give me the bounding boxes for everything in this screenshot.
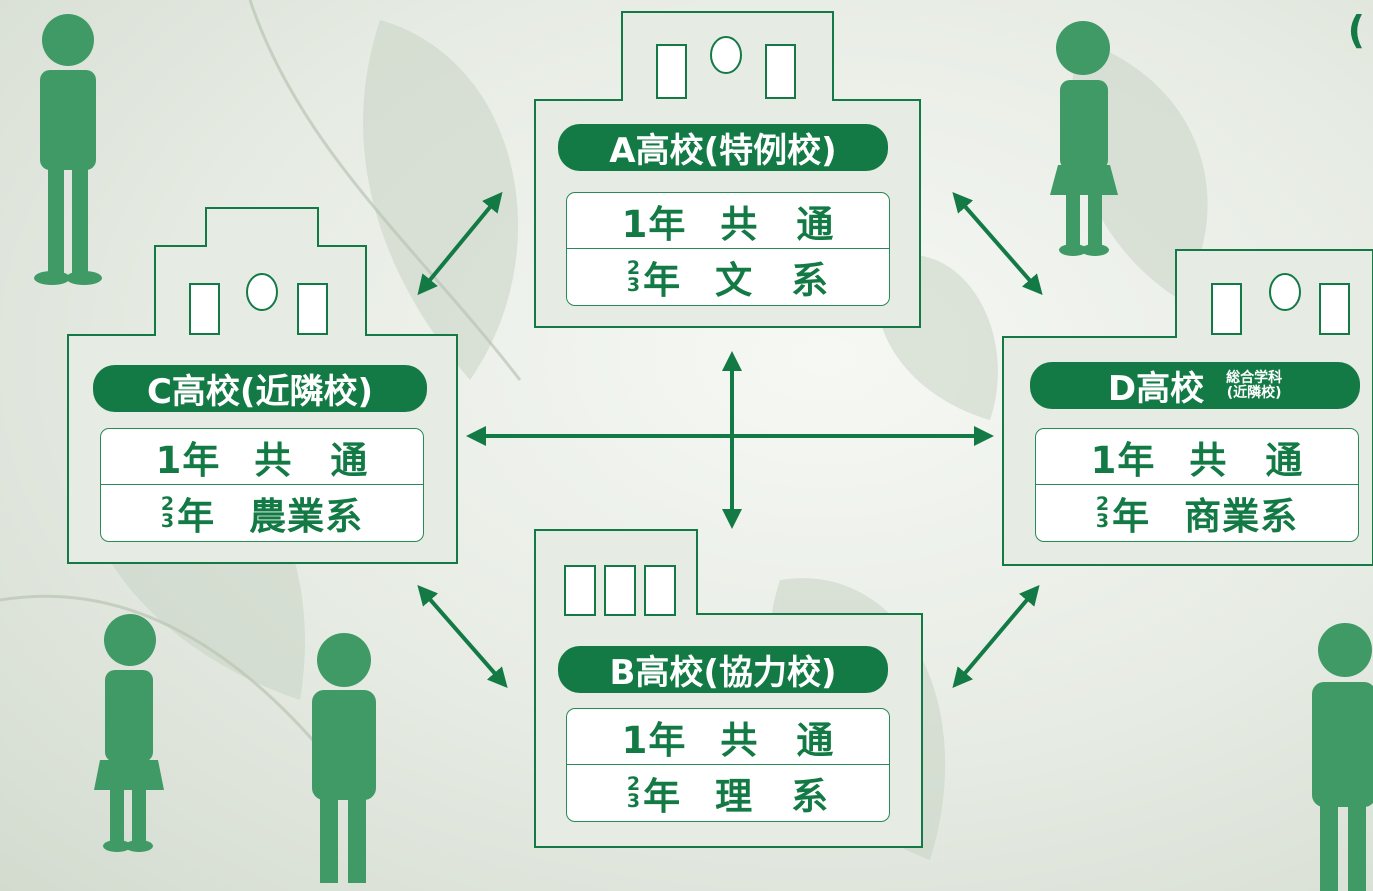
school-d-row-1: 1年 共 通 [1036, 429, 1358, 485]
arrow-a-d [952, 191, 1043, 296]
row-year: 1年 [621, 718, 687, 762]
window-icon [656, 44, 687, 99]
window-icon [710, 36, 742, 74]
window-icon [1269, 273, 1301, 311]
branch-line [248, 0, 522, 381]
window-icon [297, 283, 328, 335]
arrow-c-b [417, 584, 508, 689]
school-b-title: B高校(協力校) [558, 646, 888, 693]
window-icon [1211, 283, 1242, 335]
school-d-title-main: D高校 [1107, 369, 1205, 409]
window-icon [765, 44, 796, 99]
row-year: 1年 [155, 438, 221, 482]
row-subject: 共 通 [720, 718, 835, 762]
student-boy-icon [1312, 623, 1373, 891]
row-year: 年 [643, 775, 682, 818]
row-subject: 共 通 [1189, 438, 1304, 482]
branch-line [0, 594, 332, 761]
row-year: 1年 [621, 202, 687, 246]
arrow-a-c [417, 191, 503, 296]
school-d-title: D高校 総合学科 (近隣校) [1030, 362, 1360, 409]
row-year: 年 [643, 259, 682, 302]
row-year: 1年 [1090, 438, 1156, 482]
school-a-row-1: 1年 共 通 [567, 193, 889, 249]
school-c-title: C高校(近隣校) [93, 365, 427, 412]
window-icon [1319, 283, 1350, 335]
row-year: 年 [1112, 495, 1151, 538]
row-subject: 理 系 [715, 775, 830, 818]
window-icon [189, 283, 220, 335]
student-girl-icon [94, 614, 164, 852]
row-subject: 共 通 [720, 202, 835, 246]
school-d-title-note: 総合学科 (近隣校) [1226, 369, 1283, 401]
row-subject: 商業系 [1184, 495, 1299, 538]
student-boy-icon [312, 633, 376, 883]
window-icon [246, 273, 278, 311]
school-b-row-1: 1年 共 通 [567, 709, 889, 765]
window-icon [644, 565, 676, 616]
row-subject: 共 通 [254, 438, 369, 482]
row-subject: 文 系 [715, 259, 830, 302]
school-c-row-1: 1年 共 通 [101, 429, 423, 485]
arrow-d-b [952, 584, 1040, 689]
student-girl-icon [1050, 21, 1118, 256]
row-year: 年 [177, 495, 216, 538]
window-icon [604, 565, 636, 616]
student-boy-icon [34, 14, 102, 285]
corner-mark: ( [1347, 8, 1365, 52]
window-icon [564, 565, 596, 616]
row-subject: 農業系 [249, 495, 364, 538]
school-a-title: A高校(特例校) [558, 124, 888, 171]
